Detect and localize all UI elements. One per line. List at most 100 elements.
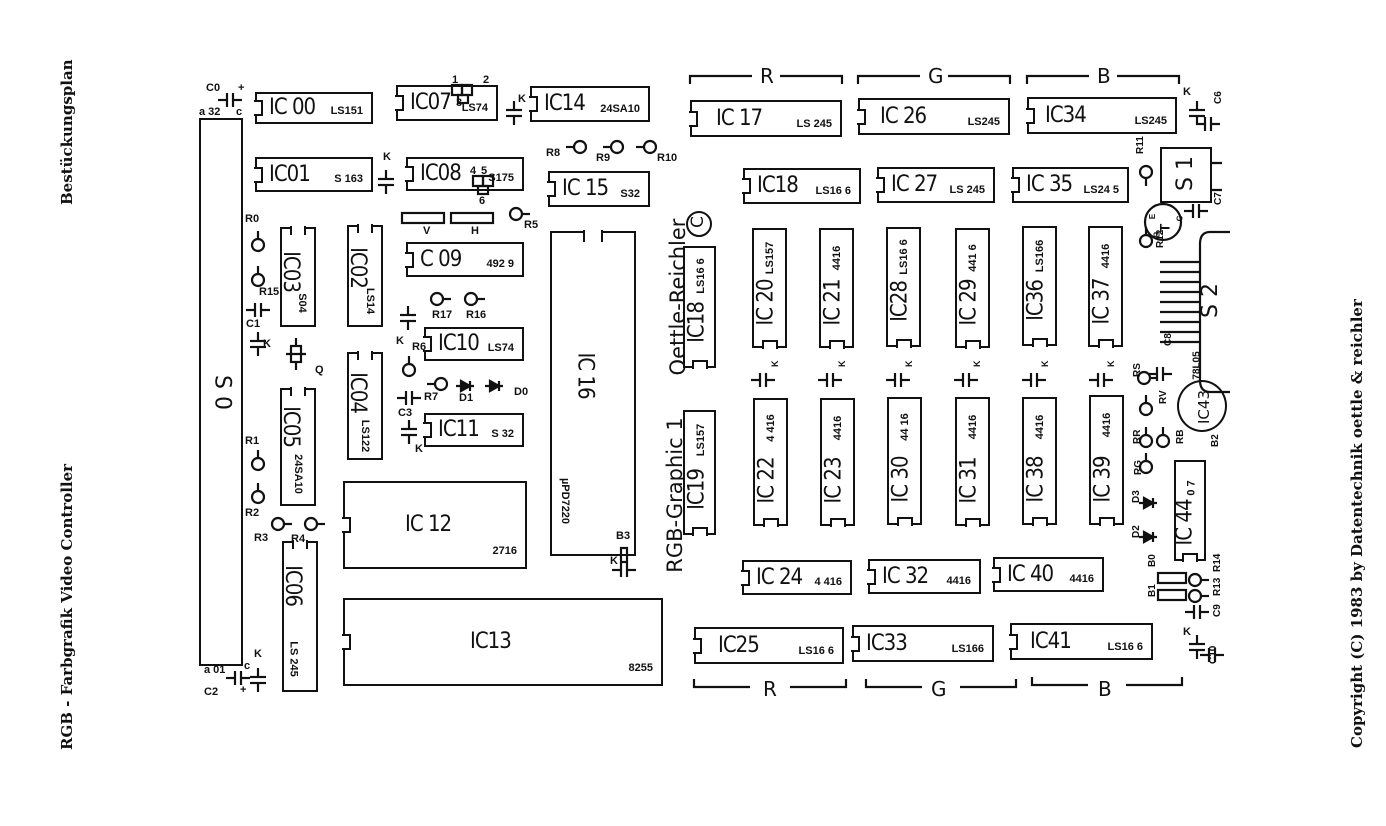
ic30: IC 29 441 6 [955, 228, 990, 349]
ic41-type: 4416 [1069, 573, 1094, 585]
ic00: IC 00 LS151 [254, 92, 373, 124]
label-rs: RS [1132, 363, 1143, 377]
label-k-mem-0: K [770, 360, 780, 368]
ic11-name: IC11 [438, 417, 480, 442]
label-c8: C8 [1163, 333, 1174, 346]
ic40: IC 39 4416 [1089, 395, 1124, 526]
ic20-type: LS157 [695, 423, 707, 457]
ic31: IC 30 44 16 [887, 397, 922, 526]
label-r13: R13 [1212, 577, 1223, 596]
ic39-name: IC 38 [1023, 456, 1049, 503]
title-left: RGB - Farbgrafik Video Controller [58, 463, 76, 750]
ic29-name: IC28 [887, 281, 913, 322]
crystal-q-leads [286, 338, 306, 370]
ic37-type: LS166 [1034, 239, 1046, 273]
ic03-name: IC03 [277, 251, 303, 292]
ic22-name: IC 21 [820, 279, 846, 326]
ic26-name: IC25 [718, 632, 760, 658]
resistor-r1 [250, 456, 266, 472]
label-r10: R10 [657, 152, 678, 164]
label-b1: B1 [1147, 584, 1158, 597]
ic38-name: IC 37 [1089, 278, 1115, 325]
ic08-name: IC08 [420, 161, 462, 186]
label-b0: B0 [1147, 554, 1158, 567]
ic12-name: IC 12 [405, 512, 452, 537]
ic43-name: IC43 [1194, 390, 1213, 424]
ic10-type: LS74 [487, 342, 514, 354]
connector-s2-label: S 2 [1197, 283, 1223, 318]
copyright-right: Copyright (C) 1983 by Datentechnik oettl… [1348, 299, 1366, 748]
ic10-name: IC10 [438, 331, 480, 356]
ic12-type: 2716 [492, 545, 517, 557]
resistor-r9 [609, 139, 625, 155]
resistor-r4 [303, 516, 319, 532]
ic27-name: IC 26 [880, 103, 927, 129]
switch-s1: S 1 [1160, 147, 1212, 203]
label-c3: C3 [398, 407, 413, 419]
ic06-name: IC06 [279, 565, 305, 606]
trim-h [449, 211, 495, 225]
label-r6: R6 [412, 341, 427, 353]
resistor-r12 [1138, 233, 1154, 249]
label-pad6: 6 [479, 195, 486, 207]
ic37-name: IC36 [1023, 280, 1049, 321]
label-v: V [423, 225, 431, 237]
ic36-type: LS24 5 [1083, 184, 1119, 196]
ic16-name: IC 16 [572, 352, 598, 399]
label-pad1: 1 [452, 74, 459, 86]
ic20-name: IC19 [684, 469, 710, 510]
ic35-type: LS245 [1134, 115, 1167, 127]
label-k-mem-5: K [1106, 360, 1116, 368]
label-rg: RG [1133, 460, 1144, 475]
label-r3: R3 [254, 532, 269, 544]
label-rv: RV [1158, 390, 1169, 404]
ic21: IC 20 LS157 [752, 228, 787, 349]
ic04-type: LS122 [359, 419, 372, 453]
label-h: H [471, 225, 479, 237]
label-c7: C7 [1213, 192, 1224, 205]
label-k6: K [415, 443, 423, 455]
ic01-name: IC01 [269, 161, 311, 187]
ic31-type: 44 16 [899, 413, 911, 441]
label-c2: C2 [204, 686, 219, 698]
label-k-mem-1: K [837, 360, 847, 368]
ic00-type: LS151 [330, 105, 363, 117]
ic08-type: S175 [488, 172, 514, 184]
label-d2: D2 [1131, 525, 1142, 538]
ic37: IC36 LS166 [1022, 226, 1057, 347]
ic34-type: LS166 [951, 643, 984, 655]
label-r16: R16 [466, 309, 487, 321]
label-r2: R2 [245, 507, 260, 519]
label-r7: R7 [424, 391, 439, 403]
resistor-r2 [250, 489, 266, 505]
label-c10: C10 [1208, 645, 1219, 664]
diode-d0 [485, 379, 503, 393]
s0-pin-a01: a 01 [204, 664, 226, 676]
ic25-name: IC 24 [756, 564, 803, 590]
ic04-name: IC04 [344, 372, 370, 413]
diode-d1 [456, 379, 474, 393]
subtitle-left: Bestückungsplan [58, 59, 76, 205]
ic01-type: S 163 [334, 173, 363, 185]
label-q: Q [315, 364, 324, 376]
ic24: IC 23 4416 [820, 398, 855, 527]
ic00-name: IC 00 [269, 95, 316, 120]
ic22-type: 4416 [831, 245, 843, 271]
trim-v [400, 211, 446, 225]
label-pad5: 5 [481, 165, 488, 177]
ic20: IC19 LS157 [683, 410, 716, 536]
label-r9: R9 [596, 152, 611, 164]
